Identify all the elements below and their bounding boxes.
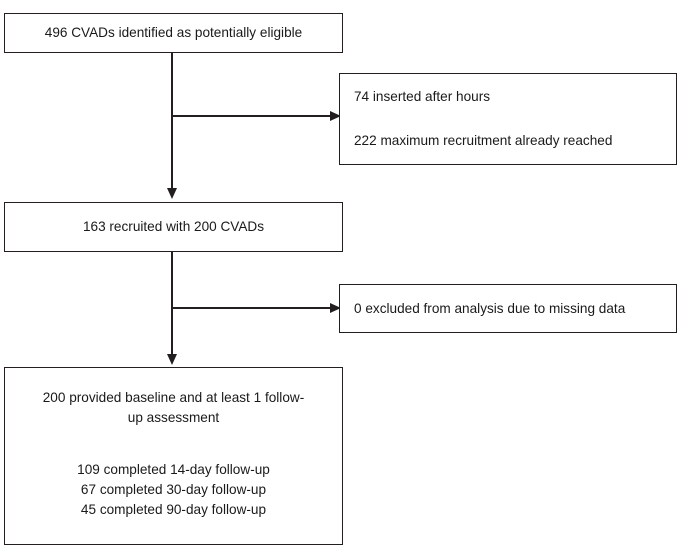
connector-recruited-to-analysed-line [171, 252, 173, 356]
node-excluded-pre-line-1: 74 inserted after hours [354, 89, 491, 104]
node-excluded-pre-line-2: 222 maximum recruitment already reached [354, 133, 613, 148]
node-excluded-analysis-label: 0 excluded from analysis due to missing … [354, 300, 626, 316]
node-analysed-box: 200 provided baseline and at least 1 fol… [4, 367, 343, 545]
node-eligible-box: 496 CVADs identified as potentially elig… [4, 13, 343, 53]
node-excluded-pre-box: 74 inserted after hours 222 maximum recr… [339, 73, 677, 165]
node-analysed-line-2: up assessment [127, 410, 220, 425]
node-recruited-label: 163 recruited with 200 CVADs [82, 219, 265, 234]
node-eligible-label: 496 CVADs identified as potentially elig… [44, 25, 303, 40]
connector-eligible-to-recruited-line [171, 53, 173, 191]
connector-recruited-to-analysed-arrowhead [167, 354, 177, 365]
connector-recruited-to-excluded-analysis-line [171, 307, 335, 309]
node-analysed-main: 200 provided baseline and at least 1 fol… [43, 388, 304, 428]
connector-eligible-to-recruited-arrowhead [167, 188, 177, 199]
node-analysed-line-1: 200 provided baseline and at least 1 fol… [42, 390, 305, 405]
node-analysed-followup-14day: 109 completed 14-day follow-up [77, 462, 270, 477]
node-analysed-followup-90day: 45 completed 90-day follow-up [80, 502, 267, 517]
node-analysed-followup-30day: 67 completed 30-day follow-up [80, 482, 267, 497]
node-excluded-analysis-box: 0 excluded from analysis due to missing … [339, 284, 677, 333]
connector-eligible-to-excluded-pre-line [171, 115, 335, 117]
node-recruited-box: 163 recruited with 200 CVADs [4, 202, 343, 252]
node-analysed-followups: 109 completed 14-day follow-up 67 comple… [77, 460, 270, 520]
connector-eligible-to-excluded-pre-arrowhead [330, 111, 341, 121]
connector-recruited-to-excluded-analysis-arrowhead [330, 303, 341, 313]
